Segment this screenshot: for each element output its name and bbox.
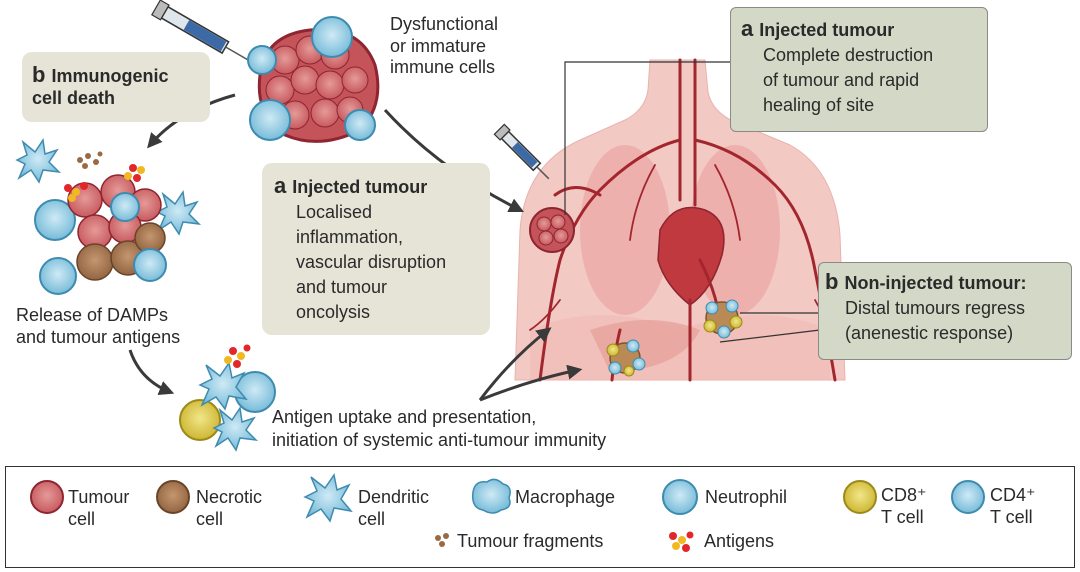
legend-necrotic-cell-icon [156, 480, 190, 514]
legend-text: Necrotic [196, 487, 263, 507]
dysfunctional-line3: immune cells [390, 57, 496, 78]
non-injected-tumour-lower [606, 339, 646, 377]
legend-cd4-icon [951, 480, 985, 514]
legend-text: Antigens [704, 531, 775, 551]
icd-title-line2: cell death [32, 88, 116, 109]
legend-cd8-label: CD8⁺ T cell [881, 484, 927, 528]
local-line: and tumour [296, 277, 388, 297]
icd-title-line1: Immunogenic [51, 66, 169, 86]
legend-text: cell [196, 509, 224, 529]
legend-tumour-fragments-label: Tumour fragments [457, 530, 603, 552]
antigen-presentation-cluster [179, 344, 276, 452]
legend-macrophage-icon [471, 478, 511, 514]
dysfunctional-line2: or immature [390, 35, 487, 56]
non-injected-tumour-upper [703, 299, 743, 339]
antigen-uptake-text: Antigen uptake and presentation, initiat… [272, 406, 606, 452]
antigen-line1: Antigen uptake and presentation, [272, 407, 537, 427]
legend-text: T cell [881, 507, 924, 527]
noninj-title: Non-injected tumour: [844, 273, 1027, 293]
local-line: inflammation, [296, 227, 404, 247]
legend-text: Macrophage [515, 487, 616, 507]
legend-tumour-fragments-icon [435, 533, 449, 547]
local-line: vascular disruption [296, 252, 447, 272]
noninj-line: Distal tumours regress [845, 298, 1026, 318]
site-line: healing of site [763, 95, 875, 115]
release-line2: and tumour antigens [16, 326, 181, 347]
legend-dendritic-cell-icon [303, 473, 353, 523]
legend [5, 466, 1075, 568]
legend-text: cell [358, 509, 386, 529]
human-body-figure [514, 58, 846, 382]
legend-neutrophil-icon [662, 479, 698, 515]
dendritic-cell [15, 137, 62, 184]
noninj-line: (anenestic response) [845, 323, 1014, 343]
legend-text: Dendritic [358, 487, 430, 507]
legend-necrotic-cell-label: Necrotic cell [196, 486, 262, 530]
antigen-line2: initiation of systemic anti-tumour immun… [272, 430, 607, 450]
legend-neutrophil-label: Neutrophil [705, 486, 787, 508]
release-text: Release of DAMPs and tumour antigens [16, 305, 180, 348]
syringe-icon-small [493, 123, 550, 180]
legend-tumour-cell-label: Tumour cell [68, 486, 129, 530]
site-letter: a [741, 16, 754, 41]
icd-letter: b [32, 62, 46, 87]
site-line: of tumour and rapid [763, 70, 920, 90]
legend-tumour-cell-icon [30, 480, 64, 514]
legend-antigens-icon [669, 531, 694, 552]
legend-text: Tumour [68, 487, 130, 507]
local-letter: a [274, 173, 287, 198]
local-line: oncolysis [296, 302, 371, 322]
legend-text: CD8⁺ [881, 485, 927, 505]
legend-dendritic-cell-label: Dendritic cell [358, 486, 429, 530]
site-line: Complete destruction [763, 45, 934, 65]
callout-connectors [564, 61, 821, 343]
legend-icons [30, 473, 985, 552]
tumour-mass [247, 16, 380, 143]
legend-cd8-icon [843, 480, 877, 514]
legend-text: T cell [990, 507, 1033, 527]
icd-cell-cluster [15, 137, 202, 295]
local-title: Injected tumour [292, 177, 428, 197]
tumour-fragments-icon [77, 151, 103, 169]
syringe-icon-large [151, 0, 248, 61]
injected-tumour-body [529, 207, 575, 253]
noninj-letter: b [825, 269, 839, 294]
dysfunctional-line1: Dysfunctional [390, 14, 499, 34]
dysfunctional-text: Dysfunctional or immature immune cells [390, 14, 498, 79]
legend-cd4-label: CD4⁺ T cell [990, 484, 1036, 528]
release-line1: Release of DAMPs [16, 305, 169, 325]
dendritic-cell [155, 189, 202, 236]
legend-text: Tumour fragments [457, 531, 604, 551]
site-title: Injected tumour [759, 20, 895, 40]
antigens-icon [64, 164, 145, 202]
local-line: Localised [296, 202, 373, 222]
legend-text: CD4⁺ [990, 485, 1036, 505]
legend-text: Neutrophil [705, 487, 788, 507]
legend-antigens-label: Antigens [704, 530, 774, 552]
legend-macrophage-label: Macrophage [515, 486, 615, 508]
legend-text: cell [68, 509, 96, 529]
